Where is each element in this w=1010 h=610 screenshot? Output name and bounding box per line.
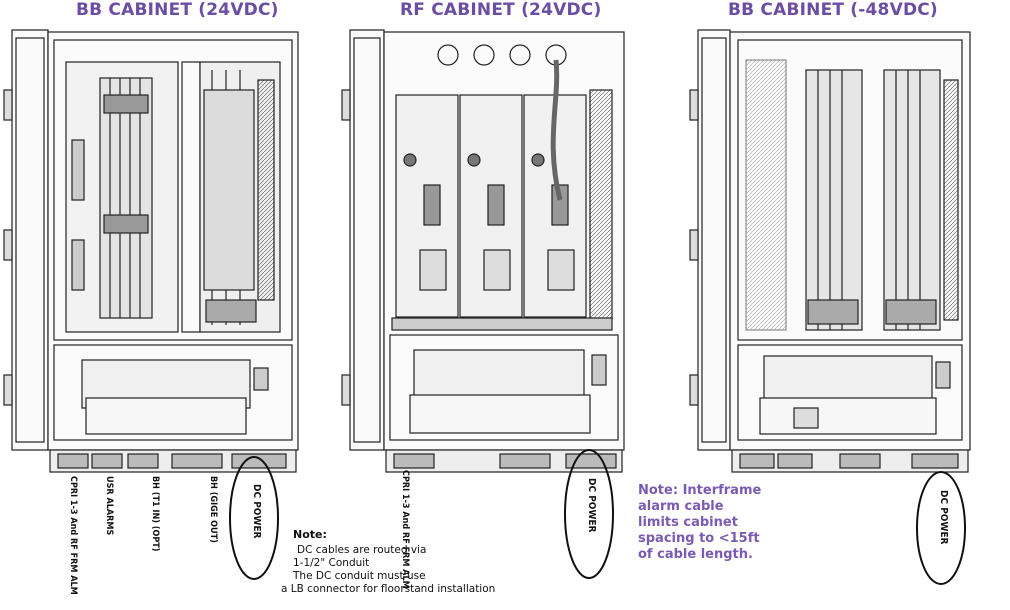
note-dc-line: 1-1/2" Conduit (293, 557, 370, 569)
note-interframe-alarm: Note: Interframe alarm cable limits cabi… (638, 483, 761, 563)
note-interframe-line: limits cabinet (638, 515, 738, 530)
label-dc-power-bb24: DC POWER (251, 484, 262, 539)
title-bb-cabinet-48vdc: BB CABINET (-48VDC) (728, 0, 938, 20)
label-cpri-rf-frm-alm-bb24: CPRI 1-3 And RF FRM ALM (68, 476, 78, 595)
note-dc-line: a LB connector for floorstand installati… (281, 583, 496, 595)
title-rf-cabinet-24vdc: RF CABINET (24VDC) (400, 0, 602, 20)
note-interframe-line: Note: Interframe (638, 483, 762, 498)
note-dc-conduit: Note: DC cables are routed via 1-1/2" Co… (281, 528, 593, 596)
note-interframe-line: alarm cable (638, 499, 724, 514)
bb-cabinet-48vdc (689, 29, 971, 473)
label-bh-t1-in: BH (T1 IN) (OPT) (150, 476, 160, 552)
note-interframe-line: of cable length. (638, 547, 753, 562)
note-dc-line: DC cables are routed via (297, 544, 427, 556)
dc-power-highlight-1 (229, 456, 279, 580)
rf-cabinet-24vdc (341, 29, 625, 473)
note-dc-line: The DC conduit must use (293, 570, 426, 582)
label-usr-alarms: USR ALARMS (104, 476, 114, 536)
dc-power-highlight-3 (916, 471, 966, 585)
bb-cabinet-24vdc (3, 29, 299, 473)
title-bb-cabinet-24vdc: BB CABINET (24VDC) (76, 0, 279, 20)
note-interframe-line: spacing to <15ft (638, 531, 760, 546)
label-dc-power-rf24: DC POWER (586, 478, 597, 533)
label-dc-power-bb48: DC POWER (938, 490, 949, 545)
note-dc-heading: Note: (293, 528, 327, 541)
dc-power-highlight-2 (564, 449, 614, 579)
label-bh-gige-out: BH (GIGE OUT) (208, 476, 218, 543)
